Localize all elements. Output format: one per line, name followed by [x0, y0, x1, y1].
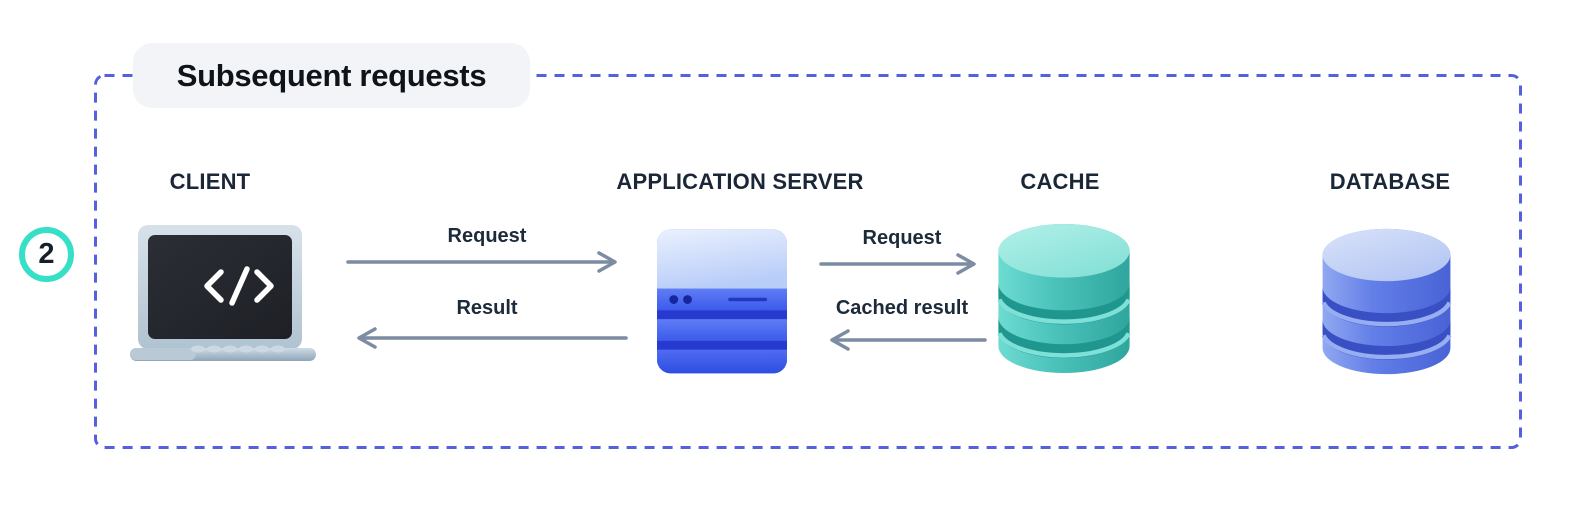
- cache-cylinder-icon: [997, 223, 1131, 374]
- flow-label-cache-to-server-cached-result: Cached result: [835, 297, 969, 319]
- arrow-right-client-to-server: [346, 251, 617, 273]
- arrow-right-server-to-cache: [819, 253, 976, 275]
- node-label-database: DATABASE: [1329, 169, 1451, 194]
- flow-label-client-to-server-request: Request: [447, 225, 527, 247]
- node-label-application-server: APPLICATION SERVER: [616, 169, 864, 194]
- laptop-code-icon: [130, 225, 316, 361]
- flow-label-server-to-client-result: Result: [456, 297, 518, 319]
- node-label-client: CLIENT: [169, 169, 251, 194]
- node-label-cache: CACHE: [1020, 169, 1100, 194]
- diagram-title-pill: Subsequent requests: [133, 43, 530, 108]
- database-cylinder-icon: [1321, 228, 1452, 375]
- arrow-left-cache-to-server: [830, 329, 987, 351]
- step-number: 2: [38, 238, 55, 270]
- step-badge: 2: [19, 227, 74, 282]
- server-icon: [657, 229, 787, 374]
- arrow-left-server-to-client: [357, 327, 628, 349]
- flow-label-server-to-cache-request: Request: [862, 227, 942, 249]
- diagram-title: Subsequent requests: [176, 57, 487, 93]
- subsequent-requests-group-border: [94, 74, 1522, 449]
